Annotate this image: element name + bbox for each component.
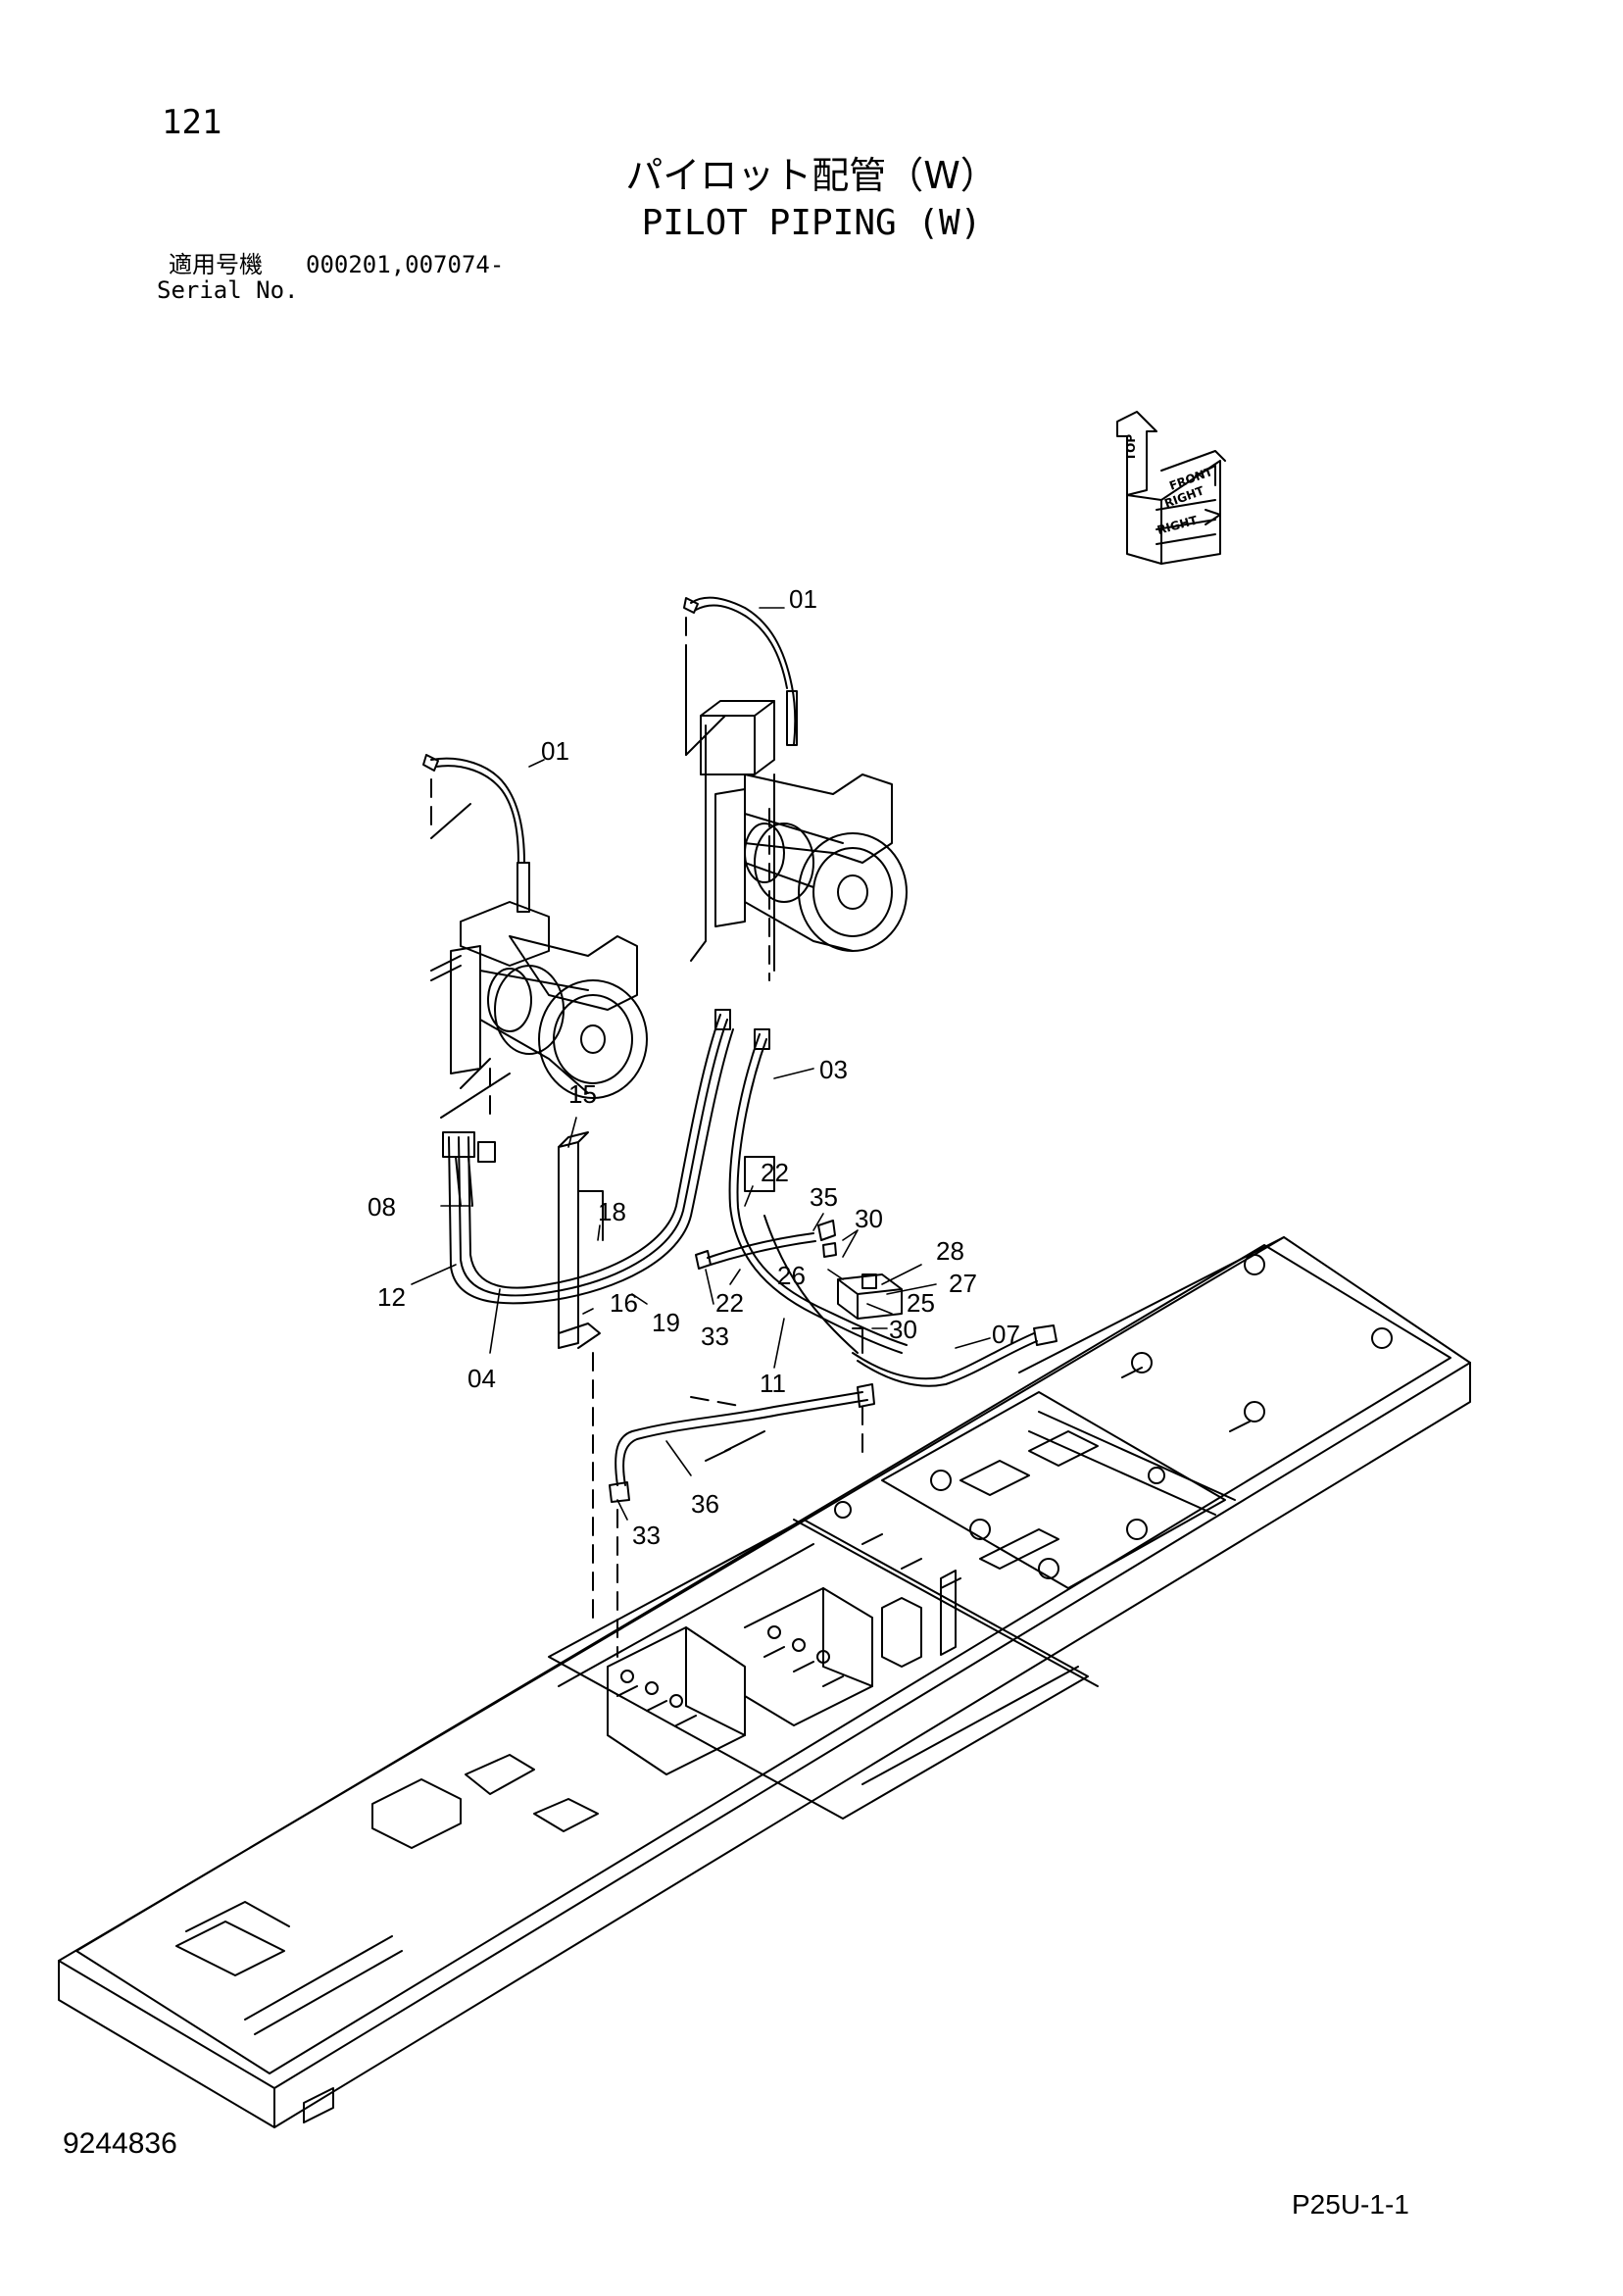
callout-36: 36 bbox=[691, 1489, 719, 1519]
upper-travel-motor bbox=[683, 596, 908, 972]
lower-travel-motor bbox=[422, 754, 648, 1099]
callout-25: 25 bbox=[907, 1288, 935, 1318]
serial-label-japanese: 適用号機 bbox=[169, 251, 263, 278]
callout-12: 12 bbox=[377, 1282, 406, 1312]
sheet-code: P25U-1-1 bbox=[1292, 2189, 1409, 2220]
bracket-15 bbox=[558, 1131, 604, 1349]
callout-01-upper: 01 bbox=[789, 584, 817, 614]
page-title-japanese: パイロット配管（W） bbox=[625, 154, 998, 197]
page-title-english: PILOT PIPING (W) bbox=[641, 203, 982, 243]
callout-18: 18 bbox=[598, 1197, 626, 1226]
callout-35: 35 bbox=[810, 1182, 838, 1212]
callout-27: 27 bbox=[949, 1269, 977, 1298]
callout-28: 28 bbox=[936, 1236, 964, 1266]
callout-19: 19 bbox=[652, 1308, 680, 1337]
callout-leaders bbox=[411, 607, 991, 1521]
callout-26: 26 bbox=[777, 1261, 806, 1290]
orientation-icon bbox=[1116, 411, 1226, 565]
page-number: 121 bbox=[162, 103, 222, 142]
valve-block bbox=[609, 1220, 903, 1503]
callout-33-lower: 33 bbox=[632, 1521, 661, 1550]
callouts: 01 01 03 15 22 35 30 08 18 28 26 27 12 1… bbox=[368, 584, 1020, 1550]
callout-11: 11 bbox=[760, 1369, 786, 1398]
hose-bundle bbox=[442, 1009, 1057, 1387]
leader-stubs bbox=[430, 646, 726, 1119]
serial-values: 000201,007074- bbox=[306, 251, 505, 278]
callout-22-upper: 22 bbox=[761, 1158, 789, 1187]
callout-04: 04 bbox=[467, 1364, 496, 1393]
callout-33-upper: 33 bbox=[701, 1322, 729, 1351]
callout-08: 08 bbox=[368, 1192, 396, 1222]
callout-07: 07 bbox=[992, 1320, 1020, 1349]
document-number: 9244836 bbox=[63, 2127, 177, 2160]
callout-03: 03 bbox=[819, 1055, 848, 1084]
callout-30-lower: 30 bbox=[889, 1315, 917, 1344]
orientation-top-label: TOP bbox=[1124, 434, 1138, 461]
callout-30-upper: 30 bbox=[855, 1204, 883, 1233]
undercarriage-frame bbox=[58, 1236, 1471, 2128]
callout-01-lower: 01 bbox=[541, 736, 569, 766]
callout-15: 15 bbox=[568, 1079, 597, 1109]
callout-16: 16 bbox=[610, 1288, 638, 1318]
callout-22-lower: 22 bbox=[715, 1288, 744, 1318]
serial-label-english: Serial No. bbox=[157, 276, 299, 304]
leader-lines bbox=[430, 617, 863, 1658]
